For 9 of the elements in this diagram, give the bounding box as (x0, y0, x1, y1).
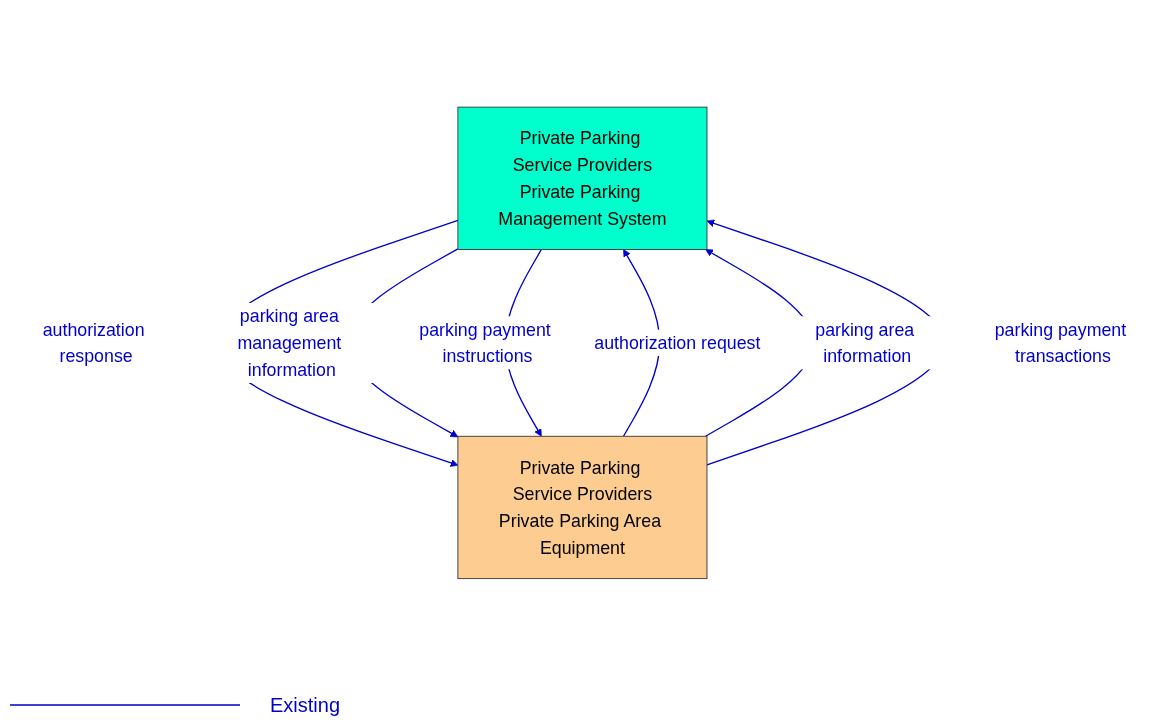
edge-label: parking payment transactions (994, 319, 1127, 366)
node-box: Private Parking Service Providers Private Parking Management System (457, 106, 708, 250)
edge-label: authorization request (594, 332, 761, 353)
edge-label: authorization response (42, 319, 145, 366)
edge-label: parking area information (815, 319, 915, 366)
edge-label: parking payment instructions (419, 319, 551, 366)
legend-text: Existing (270, 693, 341, 717)
node-box: Private Parking Service Providers Private Parking Area Equipment (457, 435, 708, 579)
edge-label: parking area management information (237, 306, 342, 379)
